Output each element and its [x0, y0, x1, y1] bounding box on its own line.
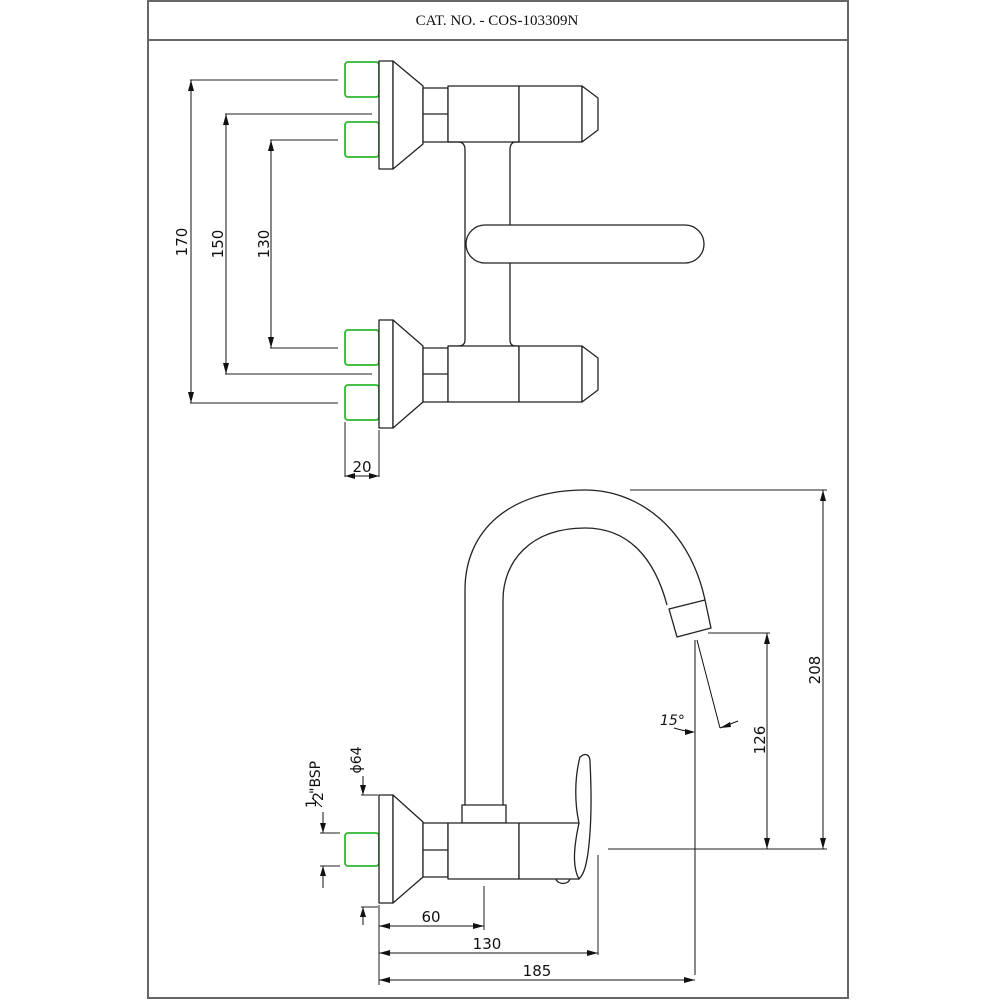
dim-label-130-side: 130: [473, 935, 502, 953]
arrow-icon: [320, 866, 326, 876]
dimension-126: 126: [608, 632, 827, 850]
arrow-icon: [720, 722, 731, 728]
arrow-icon: [360, 785, 366, 795]
cartridge-side: [518, 822, 580, 880]
swivel-spout: [461, 489, 712, 824]
hex-nut-upper: [422, 87, 449, 143]
arrow-icon: [379, 923, 390, 929]
top-view: 170 150 130 20: [173, 60, 705, 479]
arrow-icon: [223, 114, 229, 125]
arrow-icon: [685, 729, 695, 735]
arrow-icon: [820, 490, 826, 501]
arrow-icon: [268, 140, 274, 151]
body-side: [447, 822, 520, 880]
dimension-170: 170: [173, 79, 338, 404]
arrow-icon: [379, 977, 390, 983]
thread-suffix: "BSP: [308, 761, 324, 794]
hex-nut-lower: [422, 347, 449, 403]
side-view: 15° 126 208 ϕ64: [304, 489, 827, 985]
inlet-pipe-side: [344, 832, 380, 867]
wall-flange-upper: [378, 60, 394, 170]
lever-pin: [555, 878, 571, 885]
cap-lower: [518, 345, 583, 403]
thread-label: 1 2 "BSP: [304, 761, 327, 808]
arrow-icon: [223, 363, 229, 374]
body-lower: [447, 345, 520, 403]
dimension-flange-diameter: ϕ64: [349, 746, 378, 925]
dim-label-170: 170: [173, 228, 191, 257]
dim-label-60: 60: [421, 908, 440, 926]
dimension-inlet-thread: 1 2 "BSP: [304, 761, 340, 888]
dimension-20: 20: [344, 422, 380, 479]
arrow-icon: [188, 392, 194, 403]
arrow-icon: [320, 823, 326, 833]
cap-tip-lower: [581, 345, 599, 403]
dim-label-15deg: 15°: [660, 713, 685, 729]
spout-inner-edge: [502, 527, 668, 805]
flange-cone-upper: [392, 60, 424, 170]
dimension-130: 130: [255, 139, 338, 349]
horizontal-dimensions: 60 130 185: [378, 855, 695, 985]
spout-aerator: [668, 599, 712, 638]
flange-cone-lower: [392, 319, 424, 429]
lever-handle-side: [573, 753, 592, 880]
fraction-denominator: 2: [311, 792, 327, 801]
lever-handle: [465, 224, 705, 264]
dim-label-130: 130: [255, 230, 273, 259]
dim-label-208: 208: [806, 656, 824, 685]
arrow-icon: [764, 633, 770, 644]
arrow-icon: [820, 838, 826, 849]
fraction-slash: [311, 797, 323, 808]
wall-flange-lower: [378, 319, 394, 429]
arrow-icon: [345, 473, 355, 479]
dim-label-20: 20: [352, 458, 371, 476]
spray-line: [696, 639, 721, 729]
dimension-150: 150: [209, 113, 372, 375]
dim-label-185: 185: [523, 962, 552, 980]
spout-outer-edge: [464, 489, 706, 805]
spray-angle: 15°: [660, 639, 739, 975]
arrow-icon: [188, 80, 194, 91]
flange-cone-side: [392, 794, 424, 904]
catalog-number: CAT. NO. - COS-103309N: [416, 13, 579, 29]
column-left-edge: [448, 141, 466, 347]
wall-flange-side: [378, 794, 394, 904]
inlet-pipe-1: [344, 61, 380, 98]
spout-collar: [461, 804, 507, 824]
arrow-icon: [369, 473, 379, 479]
inlet-pipe-4: [344, 384, 380, 421]
arrow-icon: [360, 907, 366, 917]
upper-inlet-assembly: [344, 60, 599, 170]
arrow-icon: [587, 950, 598, 956]
border: [147, 0, 849, 999]
dim-label-diameter: ϕ64: [349, 746, 365, 773]
inlet-pipe-2: [344, 121, 380, 158]
arrow-icon: [268, 337, 274, 348]
arrow-icon: [379, 950, 390, 956]
dimension-208: 208: [630, 489, 827, 849]
arrow-icon: [684, 977, 695, 983]
body-upper: [447, 85, 520, 143]
lower-inlet-assembly: [344, 319, 599, 429]
cap-tip-upper: [581, 85, 599, 143]
cap-upper: [518, 85, 583, 143]
arrow-icon: [764, 838, 770, 849]
drawing-frame: [147, 0, 849, 999]
arrow-icon: [473, 923, 484, 929]
fraction-numerator: 1: [304, 799, 320, 808]
inlet-pipe-3: [344, 329, 380, 366]
dim-label-150: 150: [209, 230, 227, 259]
dim-label-126: 126: [751, 726, 769, 755]
